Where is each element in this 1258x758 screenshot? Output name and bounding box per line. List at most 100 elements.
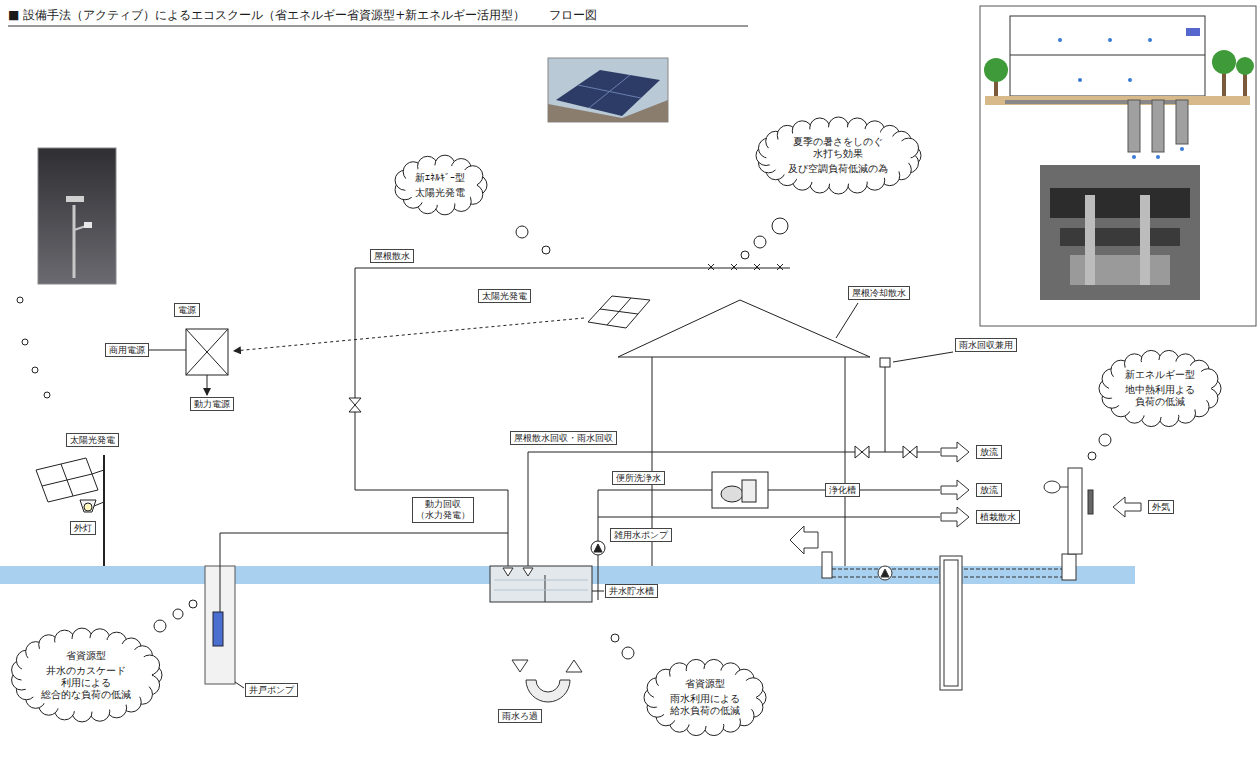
label-box: 動力電源 xyxy=(190,397,234,412)
power-panel-part xyxy=(149,350,186,351)
label-text: 便所洗浄水 xyxy=(616,473,661,484)
water-pipes-part xyxy=(598,490,712,541)
geothermal-inset-part xyxy=(1010,16,1205,96)
geothermal-system-part xyxy=(1088,490,1093,514)
water-pipes-part xyxy=(528,452,940,566)
label-text: 雑用水ポンプ xyxy=(614,530,668,541)
label-frame: 放流 xyxy=(976,483,1002,498)
cloud-fill xyxy=(404,165,477,205)
label-box: 雨水ろ過 xyxy=(498,709,542,724)
label-text: 動力電源 xyxy=(194,399,230,410)
cloud-fill xyxy=(1109,360,1211,417)
geothermal-inset-part xyxy=(1010,55,1205,56)
valves-part xyxy=(910,446,917,458)
label-box: 屋根散水 xyxy=(370,249,414,264)
thought-bubbles-part xyxy=(32,367,38,373)
thought-cloud: 夏季の暑さをしのぐ 水打ち効果及び空調負荷低減の為 xyxy=(756,117,921,194)
streetlight-part xyxy=(61,464,73,496)
school-building xyxy=(618,300,953,566)
geothermal-inset-part xyxy=(1212,50,1236,74)
streetlight-photo-part xyxy=(73,205,76,278)
toilet-symbol xyxy=(712,472,768,508)
water-pipes-part xyxy=(220,533,508,612)
solar-panel-part xyxy=(607,298,631,325)
geothermal-inset-part xyxy=(1050,188,1190,218)
diagram-title: ■ 設備手法（アクティブ）によるエコスクール（省エネルギー省資源型+新エネルギー… xyxy=(8,8,597,22)
solar-panel-part xyxy=(588,296,650,328)
toilet-symbol-part xyxy=(712,472,768,508)
thought-bubbles-part xyxy=(772,218,788,234)
streetlight-photo-part xyxy=(66,196,84,202)
water-pipes-part xyxy=(768,490,825,491)
valves-part xyxy=(862,446,869,458)
label-box: 商用電源 xyxy=(105,343,149,358)
pump-symbol-part xyxy=(594,544,602,552)
valves-part xyxy=(349,405,361,412)
label-text: 雨水ろ過 xyxy=(502,711,538,722)
streetlight-photo-part xyxy=(84,222,92,228)
streetlight xyxy=(36,455,104,566)
label-text: 屋根散水回収・雨水回収 xyxy=(514,433,613,444)
geothermal-system-part xyxy=(1062,554,1076,580)
label-box: 太陽光発電 xyxy=(66,433,119,448)
storage-tank-part xyxy=(545,575,546,602)
geothermal-inset-part xyxy=(984,58,1008,82)
thought-cloud: 省資源型雨水利用による 給水負荷の低減 xyxy=(644,659,766,736)
storage-tank-part xyxy=(490,566,592,602)
geothermal-system-part xyxy=(790,526,818,554)
label-box: 雨水回収兼用 xyxy=(955,338,1017,353)
thought-bubbles-part xyxy=(17,297,23,303)
geothermal-inset-part xyxy=(1152,100,1164,152)
thought-bubbles-part xyxy=(1088,452,1096,460)
hollow-arrow-shape xyxy=(941,480,969,500)
geothermal-system-part xyxy=(944,560,958,686)
label-text: 井戸ポンプ xyxy=(249,685,294,696)
power-panel-part xyxy=(186,329,228,375)
label-text: 屋根冷却散水 xyxy=(852,288,906,299)
thought-bubbles-part xyxy=(622,647,634,659)
label-box: 太陽光発電 xyxy=(478,289,531,304)
cloud-fill xyxy=(21,638,152,712)
title-underline xyxy=(8,26,748,27)
school-building-part xyxy=(836,303,858,338)
geothermal-inset-part xyxy=(1148,38,1152,42)
streetlight-part xyxy=(92,470,104,474)
hollow-arrow xyxy=(940,506,970,528)
label-box: 動力回収 （水力発電） xyxy=(412,497,474,523)
label-text: 太陽光発電 xyxy=(482,291,527,302)
label-text: 屋根散水 xyxy=(374,251,410,262)
geothermal-system-part xyxy=(1068,468,1082,554)
label-text: 外気 xyxy=(1152,502,1170,513)
toilet-symbol-part xyxy=(721,486,743,502)
geothermal-inset-part xyxy=(1060,228,1180,246)
well xyxy=(205,566,604,688)
school-building-part xyxy=(893,352,953,362)
power-panel-part xyxy=(234,318,584,351)
school-building-part xyxy=(618,300,870,357)
solar-panel xyxy=(588,296,650,328)
thought-bubbles-part xyxy=(611,634,619,642)
streetlight-photo xyxy=(38,148,116,284)
geothermal-system-part xyxy=(1044,481,1060,493)
valves-part xyxy=(855,446,862,458)
label-text: 太陽光発電 xyxy=(70,435,115,446)
label-text: 動力回収 （水力発電） xyxy=(416,499,470,521)
streetlight-part xyxy=(84,503,92,511)
cloud-fill xyxy=(654,669,756,726)
geothermal-inset-part xyxy=(985,96,1250,105)
hollow-arrow xyxy=(940,441,970,463)
school-building-part xyxy=(845,357,846,566)
cloud-text: 井水のカスケード 利用による 総合的な負荷の低減 xyxy=(41,665,131,701)
geothermal-inset-part xyxy=(1243,72,1247,96)
geothermal-system-part xyxy=(878,566,892,580)
thought-bubbles-part xyxy=(154,620,166,632)
geothermal-inset-part xyxy=(1128,100,1140,152)
valves-part xyxy=(349,398,361,405)
thought-bubbles-part xyxy=(741,251,749,259)
power-panel-part xyxy=(186,329,228,375)
storage-tank-part xyxy=(494,580,588,581)
cloud-heading: 省資源型 xyxy=(670,678,740,690)
geothermal-system-part xyxy=(940,556,962,690)
